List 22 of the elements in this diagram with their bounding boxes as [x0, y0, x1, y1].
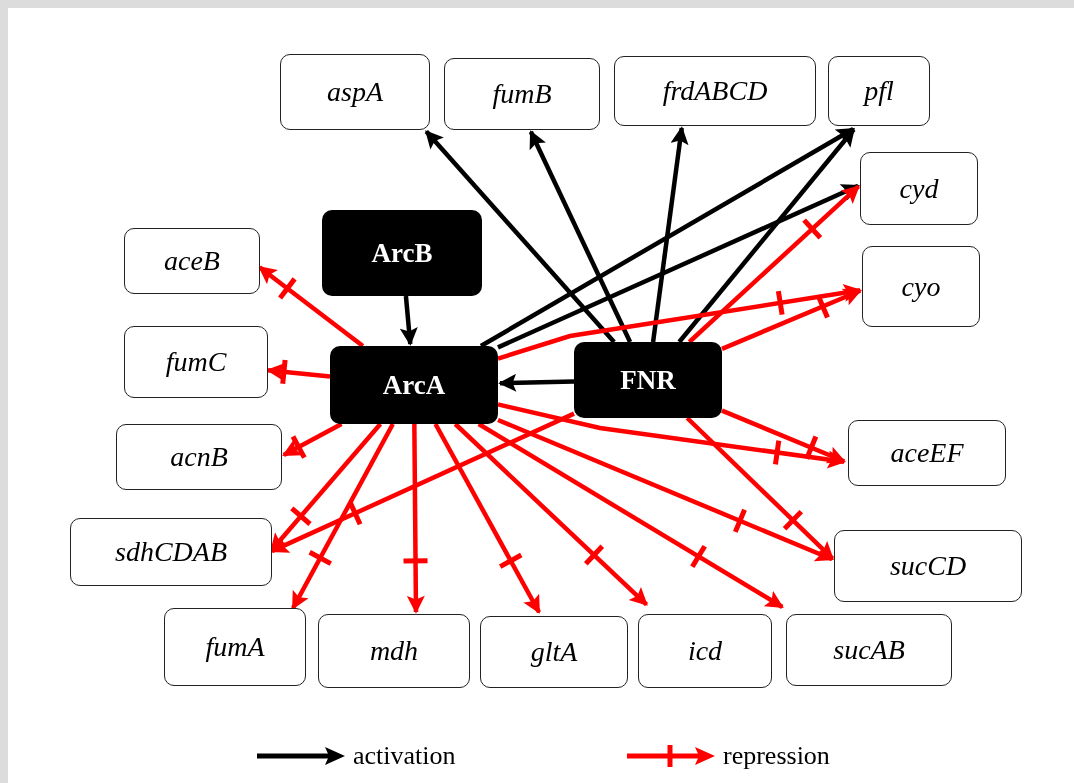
gene-box: fumB — [444, 58, 600, 130]
regulator-box: ArcA — [330, 346, 498, 424]
gene-box: frdABCD — [614, 56, 816, 126]
gene-box: acnB — [116, 424, 282, 490]
gene-box: mdh — [318, 614, 470, 688]
legend-label: activation — [353, 740, 456, 772]
gene-box: sucCD — [834, 530, 1022, 602]
regulator-box: FNR — [574, 342, 722, 418]
regulator-box: ArcB — [322, 210, 482, 296]
gene-box: fumC — [124, 326, 268, 398]
gene-box: cyd — [860, 152, 978, 225]
legend-label: repression — [723, 740, 830, 772]
gene-box: sucAB — [786, 614, 952, 686]
gene-box: cyo — [862, 246, 980, 327]
gene-box: aspA — [280, 54, 430, 130]
gene-box: gltA — [480, 616, 628, 688]
gene-box: aceEF — [848, 420, 1006, 486]
gene-box: icd — [638, 614, 772, 688]
gene-box: aceB — [124, 228, 260, 294]
gene-box: fumA — [164, 608, 306, 686]
gene-box: pfl — [828, 56, 930, 126]
gene-box: sdhCDAB — [70, 518, 272, 586]
